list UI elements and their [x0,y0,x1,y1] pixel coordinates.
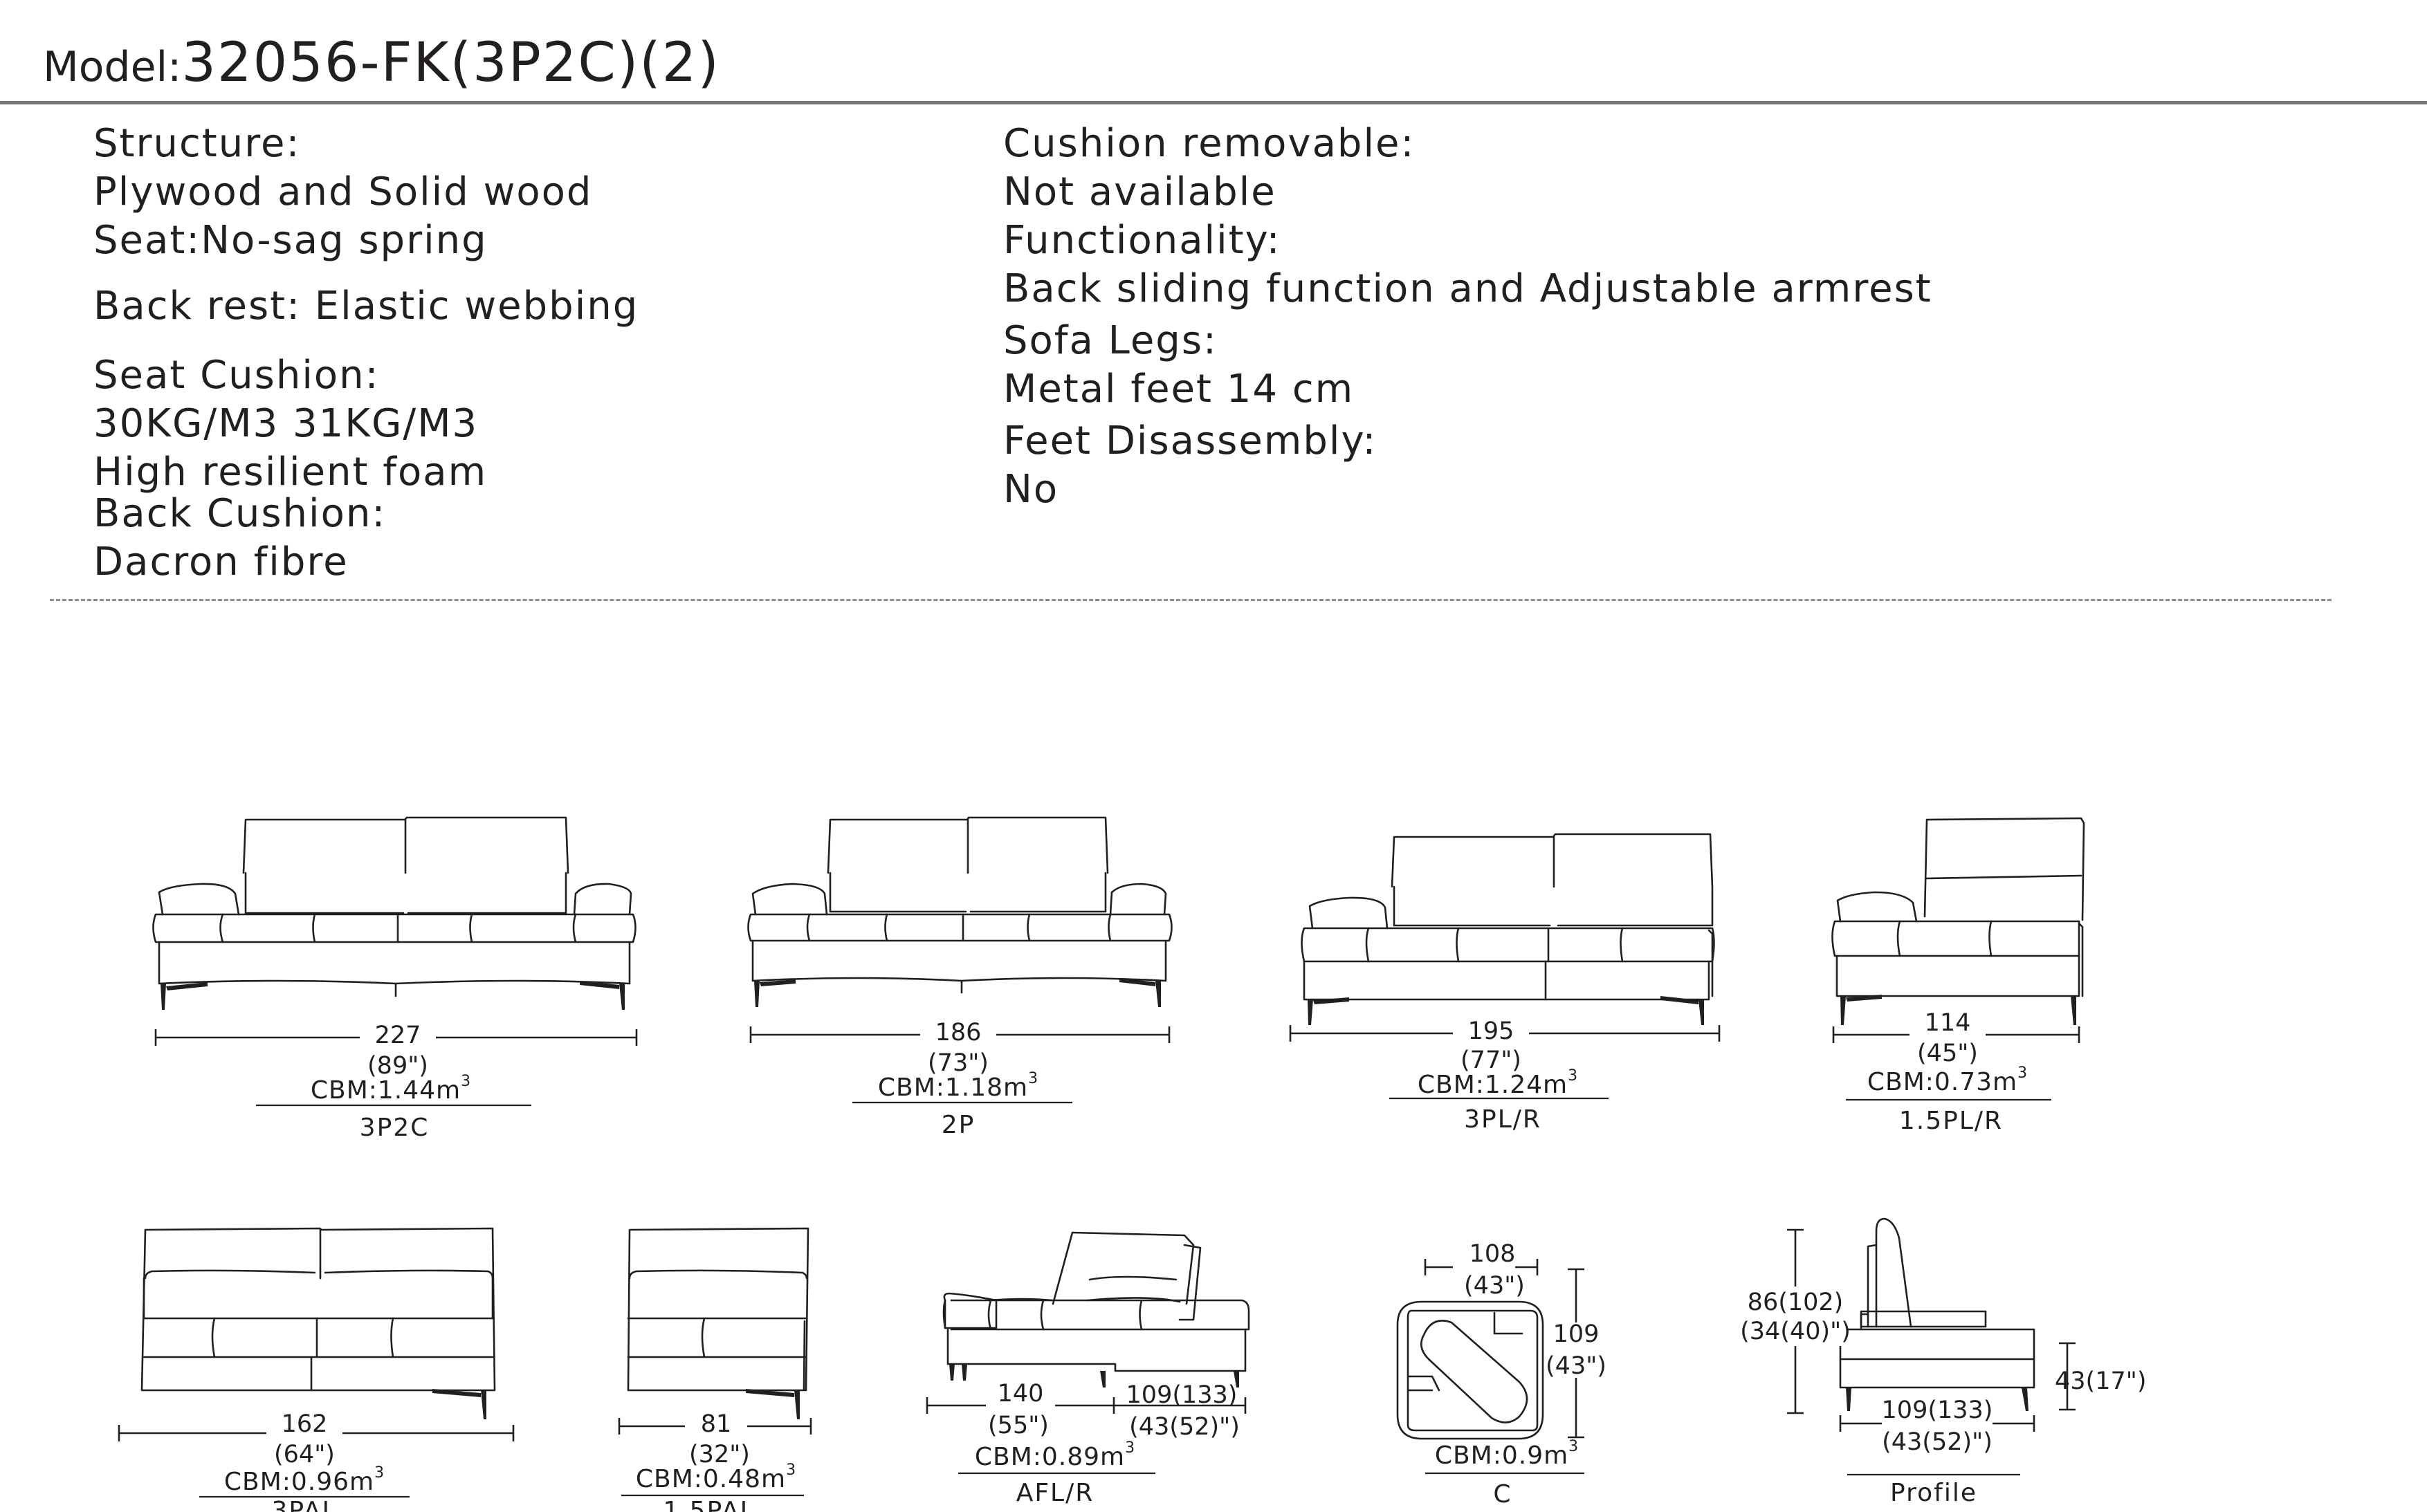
height-in-profile: (34(40)") [1740,1318,1851,1345]
depth-cm-c: 109 [1553,1320,1600,1348]
module-profile: 86(102) (34(40)") 43(17") 109(133) (43(5… [1740,1217,2146,1507]
cbm-sup-afl-r: 3 [1125,1439,1135,1457]
module-1-5pal: 81 (32") CBM:0.48m3 1.5PAL [618,1227,812,1512]
cbm-3p2c: CBM:1.44m3 [311,1073,471,1105]
depth-cm-profile: 109(133) [1882,1396,1993,1424]
section-divider [50,599,2332,601]
depth-in-c: (43") [1546,1352,1606,1380]
module-3pal: 162 (64") CBM:0.96m3 3PAL [118,1227,515,1512]
module-name-afl-r: AFL/R [1016,1479,1095,1507]
width-in-2p: (73") [928,1049,989,1077]
width-in-3pl-r: (77") [1460,1047,1521,1074]
spec-feet-disassembly-value: No [1003,467,1059,512]
sofa-drawing-2p [747,816,1173,1007]
cbm-value-3p2c: CBM:1.44m [311,1076,461,1105]
model-number: 32056-FK(3P2C)(2) [181,32,720,94]
width-cm-2p: 186 [935,1019,982,1047]
cbm-value-c: CBM:0.9m [1435,1441,1568,1470]
module-name-2p: 2P [942,1111,976,1139]
cbm-1-5pal: CBM:0.48m3 [636,1462,796,1493]
width-cm-1-5pal: 81 [701,1410,732,1438]
spec-seat-cushion-foam: High resilient foam [93,450,488,495]
cbm-sup-1-5pal: 3 [786,1462,796,1479]
sofa-drawing-3pl-r [1301,833,1715,1025]
module-c: 108 (43") 109 (43") CBM:0.9m3 C [1396,1240,1606,1509]
sofa-drawing-c [1396,1300,1544,1440]
cbm-3pal: CBM:0.96m3 [224,1464,385,1496]
module-name-3pl-r: 3PL/R [1464,1105,1541,1134]
spec-structure-value: Plywood and Solid wood [93,169,593,214]
width-cm-1-5pl-r: 114 [1925,1009,1971,1037]
spec-feet-disassembly-label: Feet Disassembly: [1003,418,1377,463]
sofa-drawing-afl-r [942,1231,1250,1387]
module-2p: 186 (73") CBM:1.18m3 2P [747,816,1173,1139]
sofa-drawing-profile [1839,1217,2035,1411]
depth-in-afl-r: (43(52)") [1129,1413,1240,1441]
module-name-profile: Profile [1890,1479,1977,1507]
spec-back-cushion-label: Back Cushion: [93,491,387,536]
header-rule [0,101,2427,104]
sofa-drawing-1-5pal [627,1227,809,1419]
module-name-3p2c: 3P2C [360,1114,430,1142]
module-afl-r: 140 (55") 109(133) (43(52)") CBM:0.89m3 … [926,1231,1250,1507]
cbm-value-1-5pl-r: CBM:0.73m [1867,1068,2017,1096]
module-1-5pl-r: 114 (45") CBM:0.73m3 1.5PL/R [1831,817,2085,1135]
sofa-drawing-1-5pl-r [1831,817,2085,1025]
model-label: Model: [43,43,182,91]
width-cm-3pal: 162 [282,1410,328,1438]
cbm-3pl-r: CBM:1.24m3 [1418,1067,1578,1099]
module-3p2c: 227 (89") CBM:1.44m3 3P2C [152,816,638,1142]
cbm-sup-3pal: 3 [374,1464,385,1482]
cbm-sup-3p2c: 3 [461,1073,471,1090]
width-in-afl-r: (55") [988,1412,1049,1439]
module-name-c: C [1493,1480,1512,1509]
spec-functionality-label: Functionality: [1003,218,1281,263]
cbm-sup-1-5pl-r: 3 [2017,1064,2028,1082]
module-name-1-5pal: 1.5PAL [663,1497,755,1512]
sofa-drawing-3pal [140,1227,496,1419]
cbm-value-3pal: CBM:0.96m [224,1468,374,1496]
spec-structure-label: Structure: [93,121,301,166]
spec-sofa-legs-value: Metal feet 14 cm [1003,367,1355,412]
cbm-1-5pl-r: CBM:0.73m3 [1867,1064,2028,1096]
cbm-sup-3pl-r: 3 [1568,1067,1578,1085]
spec-seat-cushion-density: 30KG/M3 31KG/M3 [93,401,479,446]
width-cm-afl-r: 140 [998,1380,1044,1408]
cbm-afl-r: CBM:0.89m3 [975,1439,1135,1471]
width-in-3pal: (64") [274,1441,335,1468]
width-cm-3pl-r: 195 [1468,1017,1514,1045]
cbm-value-afl-r: CBM:0.89m [975,1443,1125,1471]
cbm-value-3pl-r: CBM:1.24m [1418,1071,1568,1099]
spec-back-rest: Back rest: Elastic webbing [93,284,639,329]
module-name-1-5pl-r: 1.5PL/R [1899,1107,2003,1135]
depth-in-profile: (43(52)") [1882,1428,1993,1456]
height-cm-profile: 86(102) [1748,1289,1844,1316]
spec-cushion-removable-label: Cushion removable: [1003,121,1416,166]
cbm-value-1-5pal: CBM:0.48m [636,1465,786,1493]
cbm-2p: CBM:1.18m3 [878,1070,1038,1102]
width-in-c: (43") [1464,1272,1525,1300]
model-title: Model:32056-FK(3P2C)(2) [43,36,720,90]
spec-functionality-value: Back sliding function and Adjustable arm… [1003,266,1932,311]
cbm-c: CBM:0.9m3 [1435,1438,1579,1470]
width-cm-3p2c: 227 [375,1022,421,1049]
cbm-sup-c: 3 [1568,1438,1579,1455]
width-in-3p2c: (89") [367,1052,428,1080]
spec-cushion-removable-value: Not available [1003,169,1276,214]
spec-seat-cushion-label: Seat Cushion: [93,353,380,398]
width-cm-c: 108 [1469,1240,1516,1268]
spec-back-cushion-value: Dacron fibre [93,540,349,584]
module-3pl-r: 195 (77") CBM:1.24m3 3PL/R [1289,833,1721,1134]
width-in-1-5pal: (32") [689,1441,750,1468]
module-name-3pal: 3PAL [272,1497,338,1512]
spec-sofa-legs-label: Sofa Legs: [1003,318,1218,363]
spec-seat: Seat:No-sag spring [93,218,488,263]
width-in-1-5pl-r: (45") [1917,1040,1978,1067]
cbm-value-2p: CBM:1.18m [878,1073,1028,1102]
seat-height-profile: 43(17") [2055,1367,2146,1395]
sofa-drawing-3p2c [152,816,636,1010]
cbm-sup-2p: 3 [1028,1070,1038,1087]
depth-cm-afl-r: 109(133) [1126,1381,1238,1409]
